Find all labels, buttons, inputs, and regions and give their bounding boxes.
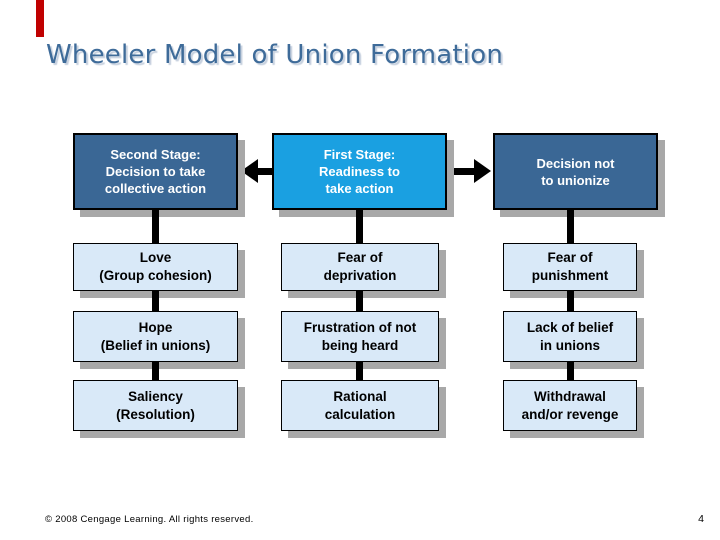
connector-line <box>356 209 363 244</box>
diagram-box-saliency: Saliency (Resolution) <box>73 380 238 431</box>
box-label: Rational calculation <box>324 388 396 422</box>
diagram-box-fear-of-punishment: Fear of punishment <box>503 243 637 291</box>
box-label: First Stage: Readiness to take action <box>319 147 400 196</box>
accent-bar <box>36 0 44 37</box>
connector-line <box>152 361 159 381</box>
box-label: Love (Group cohesion) <box>99 250 212 283</box>
connector-line <box>567 361 574 381</box>
box-label: Second Stage: Decision to take collectiv… <box>104 147 207 196</box>
box-label: Withdrawal and/or revenge <box>521 388 619 422</box>
connector-line <box>152 209 159 244</box>
diagram-box-rational-calculation: Rational calculation <box>281 380 439 431</box>
arrow-left-icon <box>241 159 258 183</box>
box-label: Fear of punishment <box>531 250 609 283</box>
page-number: 4 <box>698 513 704 525</box>
connector-line <box>567 290 574 312</box>
connector-line <box>567 209 574 244</box>
box-label: Frustration of not being heard <box>303 319 417 353</box>
diagram-box-love: Love (Group cohesion) <box>73 243 238 291</box>
diagram-box-fear-of-deprivation: Fear of deprivation <box>281 243 439 291</box>
page-title: Wheeler Model of Union Formation <box>46 40 504 70</box>
diagram-box-withdrawal: Withdrawal and/or revenge <box>503 380 637 431</box>
copyright-text: © 2008 Cengage Learning. All rights rese… <box>45 514 254 525</box>
diagram-box-lack-of-belief: Lack of belief in unions <box>503 311 637 362</box>
diagram-box-first-stage: First Stage: Readiness to take action <box>272 133 447 210</box>
box-label: Saliency (Resolution) <box>116 388 195 422</box>
arrow-right-icon <box>474 159 491 183</box>
connector-line <box>356 290 363 312</box>
box-label: Decision not to unionize <box>536 155 615 188</box>
box-label: Fear of deprivation <box>323 250 397 283</box>
diagram-box-hope: Hope (Belief in unions) <box>73 311 238 362</box>
connector-line <box>152 290 159 312</box>
box-label: Lack of belief in unions <box>526 319 614 353</box>
diagram-box-second-stage: Second Stage: Decision to take collectiv… <box>73 133 238 210</box>
box-label: Hope (Belief in unions) <box>100 319 211 353</box>
arrow-right-icon <box>446 168 477 175</box>
diagram-box-frustration: Frustration of not being heard <box>281 311 439 362</box>
arrow-left-icon <box>255 168 274 175</box>
diagram-box-decision-not-to-unionize: Decision not to unionize <box>493 133 658 210</box>
connector-line <box>356 361 363 381</box>
